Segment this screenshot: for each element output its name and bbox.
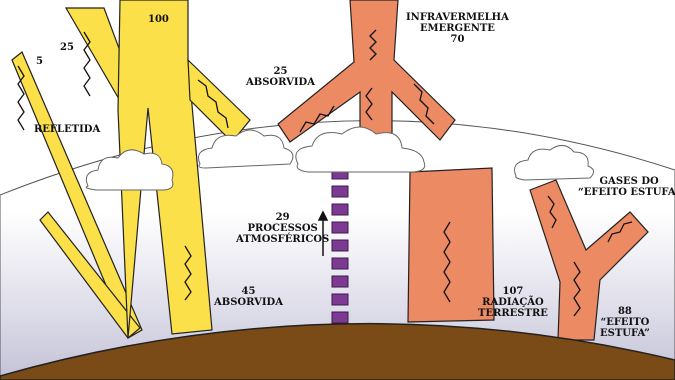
convection-block: [332, 276, 348, 287]
atmospheric-processes-value: 29: [236, 212, 329, 223]
atmospheric-processes-label: 29 PROCESSOS ATMOSFÉRICOS: [236, 212, 329, 245]
convection-block: [332, 258, 348, 269]
outgoing-infrared-line1: INFRAVERMELHA: [406, 12, 509, 23]
greenhouse-effect-line2: ESTUFA”: [600, 328, 650, 339]
absorbed-atmosphere-label: 25 ABSORVIDA: [246, 66, 315, 88]
convection-block: [332, 294, 348, 305]
outgoing-infrared-label: INFRAVERMELHA EMERGENTE 70: [406, 12, 509, 45]
solar-beam-absorbed: [188, 60, 250, 142]
greenhouse-gases-label: GASES DO “EFEITO ESTUFA”: [578, 176, 675, 198]
absorbed-atmosphere-text: ABSORVIDA: [246, 77, 315, 88]
reflected-left-value: 25: [60, 42, 74, 53]
absorbed-surface-label: 45 ABSORVIDA: [214, 286, 283, 308]
terrestrial-radiation-label: 107 RADIAÇÃO TERRESTRE: [478, 286, 548, 319]
greenhouse-gases-line1: GASES DO: [578, 176, 675, 187]
absorbed-surface-value: 45: [214, 286, 283, 297]
terrestrial-radiation-line2: TERRESTRE: [478, 308, 548, 319]
terrestrial-radiation-line1: RADIAÇÃO: [478, 297, 548, 308]
absorbed-surface-text: ABSORVIDA: [214, 297, 283, 308]
reflected-label: REFLETIDA: [34, 124, 100, 135]
convection-block: [332, 240, 348, 251]
convection-block: [332, 204, 348, 215]
reflected-value: 5: [36, 56, 43, 67]
greenhouse-effect-label: 88 “EFEITO ESTUFA”: [600, 306, 650, 339]
outgoing-infrared-value: 70: [406, 34, 509, 45]
solar-incoming-value: 100: [148, 14, 169, 25]
absorbed-atmosphere-value: 25: [246, 66, 315, 77]
terrestrial-radiation-value: 107: [478, 286, 548, 297]
convection-block: [332, 312, 348, 323]
greenhouse-gases-line2: “EFEITO ESTUFA”: [578, 187, 675, 198]
atmospheric-processes-line1: PROCESSOS: [236, 223, 329, 234]
convection-block: [332, 186, 348, 197]
atmospheric-processes-line2: ATMOSFÉRICOS: [236, 234, 329, 245]
greenhouse-effect-value: 88: [600, 306, 650, 317]
convection-blocks: [332, 168, 348, 323]
outgoing-infrared-line2: EMERGENTE: [406, 23, 509, 34]
convection-block: [332, 222, 348, 233]
greenhouse-effect-line1: “EFEITO: [600, 317, 650, 328]
